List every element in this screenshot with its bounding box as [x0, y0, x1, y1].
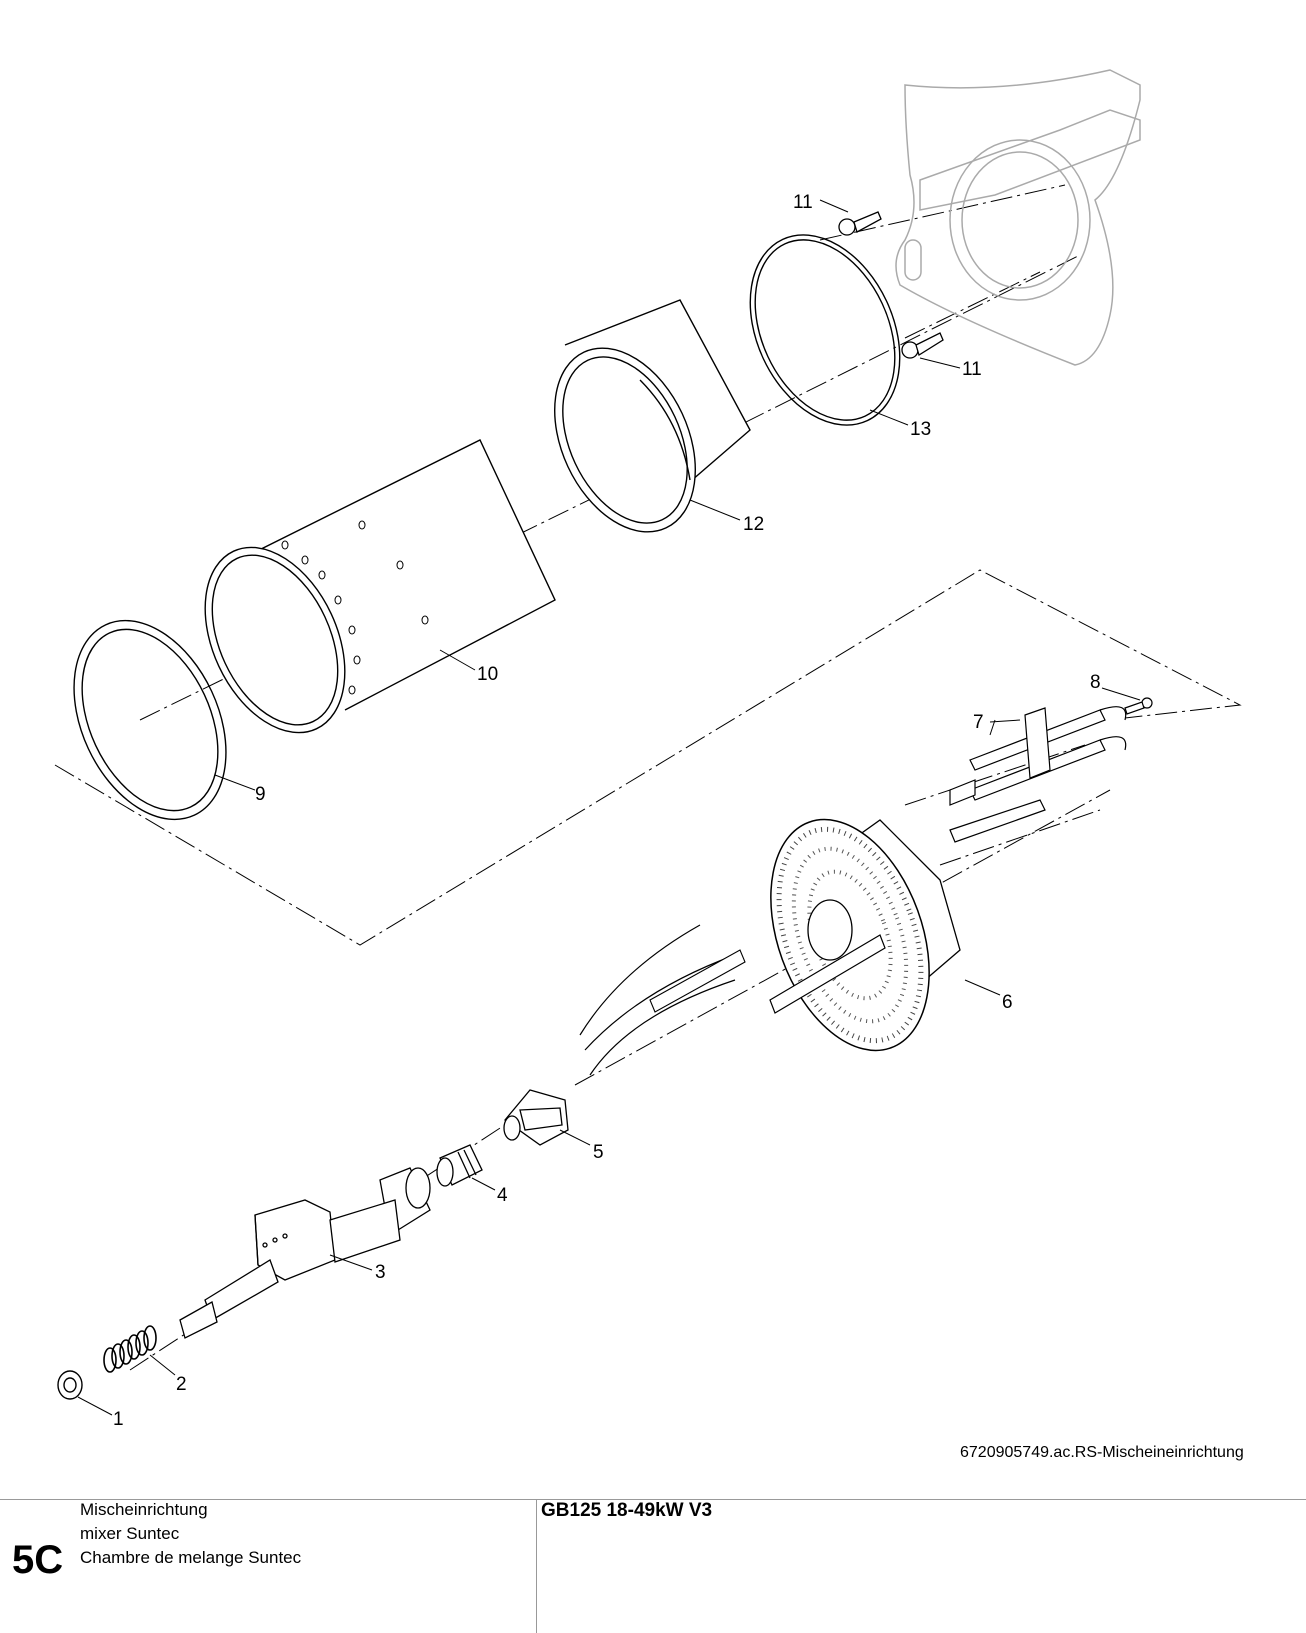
gasket-ring-part-13 — [749, 234, 901, 426]
screw-part-8 — [1124, 697, 1153, 715]
callout-5: 5 — [593, 1142, 604, 1163]
flame-tube-part-10 — [204, 439, 556, 734]
footer-divider — [536, 1500, 537, 1633]
nozzle-holder-part-3 — [179, 1167, 431, 1339]
callout-2: 2 — [176, 1374, 187, 1395]
callout-10: 10 — [477, 664, 498, 685]
callout-9: 9 — [255, 784, 266, 805]
callout-4: 4 — [497, 1185, 508, 1206]
screw-part-11 — [838, 211, 944, 359]
model-title: GB125 18-49kW V3 — [541, 1500, 713, 1521]
callout-11-bottom: 11 — [962, 359, 982, 380]
nozzle-part-5 — [503, 1089, 569, 1146]
callout-7: 7 — [973, 712, 984, 733]
callout-leaders — [77, 199, 1141, 1416]
section-code: 5C — [12, 1538, 64, 1582]
callout-1: 1 — [113, 1409, 124, 1430]
callout-13: 13 — [910, 419, 931, 440]
washer-part-1 — [57, 1370, 83, 1400]
description-de: Mischeinrichtung — [80, 1500, 208, 1519]
description-en: mixer Suntec — [80, 1524, 180, 1543]
callout-8: 8 — [1090, 672, 1101, 693]
spring-part-2 — [103, 1325, 157, 1373]
ignition-electrode-part-7 — [949, 706, 1127, 843]
sleeve-part-12 — [554, 299, 751, 533]
callout-11-top: 11 — [793, 192, 813, 213]
footer-rule — [0, 1499, 1306, 1500]
callout-6: 6 — [1002, 992, 1013, 1013]
gasket-ring-part-9 — [73, 619, 227, 821]
burner-flange — [895, 69, 1141, 366]
callout-3: 3 — [375, 1262, 386, 1283]
callout-12: 12 — [743, 514, 764, 535]
description-fr: Chambre de melange Suntec — [80, 1548, 302, 1567]
filter-part-4 — [436, 1144, 483, 1187]
baffle-disc-part-6 — [579, 818, 961, 1076]
drawing-id: 6720905749.ac.RS-Mischeineinrichtung — [960, 1444, 1244, 1461]
exploded-parts-diagram: 1 2 3 4 5 6 7 8 9 10 11 11 12 13 — [54, 69, 1242, 1430]
